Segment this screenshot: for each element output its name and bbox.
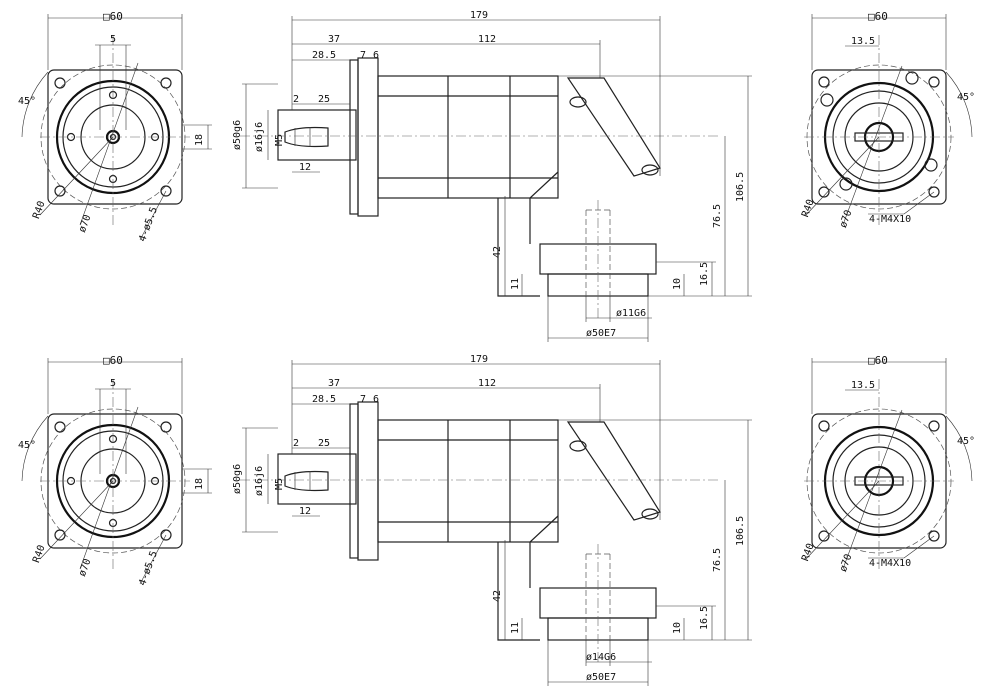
row-2: □60 5 45° 18 R40 ø70 4-ø5.5	[18, 354, 975, 686]
dim-h16: 16.5	[699, 262, 710, 286]
dim-2: 2	[293, 94, 299, 105]
dim-shaft: ø16j6	[254, 466, 265, 496]
dim-height: 18	[194, 478, 205, 490]
dim-key: 13.5	[851, 380, 875, 391]
dim-h76: 76.5	[712, 204, 723, 228]
side-view-2: 179 37 112 28.5 7 6 2 25 ø50g6 ø16j6 M5 …	[232, 354, 752, 686]
dim-square: □60	[868, 10, 888, 23]
dim-shaft-len: 28.5	[312, 50, 336, 61]
dim-radius: R40	[800, 542, 817, 563]
front-view-1: □60 5 45° 18 R40 ø70 4-ø5.5	[18, 10, 212, 243]
dim-flange: 37	[328, 378, 340, 389]
dim-pilot: ø50g6	[232, 120, 243, 150]
dim-holes: 4-M4X10	[869, 558, 911, 569]
dim-pcd: ø70	[77, 557, 94, 578]
dim-12: 12	[299, 506, 311, 517]
dim-angle: 45°	[957, 92, 975, 103]
dim-thread: M5	[274, 478, 285, 490]
dim-pcd: ø70	[838, 553, 855, 574]
dim-7: 7	[360, 394, 366, 405]
front-view-2: □60 5 45° 18 R40 ø70 4-ø5.5	[18, 354, 212, 587]
dim-holes: 4-ø5.5	[137, 550, 160, 588]
dim-pilot: ø50g6	[232, 464, 243, 494]
rear-view-2: □60 13.5 45° R40 ø70 4-M4X10	[800, 354, 975, 573]
dim-base: ø50E7	[586, 672, 616, 683]
dim-body: 112	[478, 34, 496, 45]
dim-key: 5	[110, 378, 116, 389]
dim-h106: 106.5	[735, 172, 746, 202]
dim-angle: 45°	[18, 440, 36, 451]
dim-holes: 4-ø5.5	[137, 206, 160, 244]
rear-view-1: □60 13.5 45° R40 ø70 4-M4X10	[800, 10, 975, 229]
dim-radius: R40	[31, 200, 48, 221]
dim-7: 7	[360, 50, 366, 61]
dim-square: □60	[103, 10, 123, 23]
dim-angle: 45°	[18, 96, 36, 107]
side-view-1: 179 37 112 28.5 7 6 2 25 ø50g6 ø16j6 M5 …	[232, 10, 752, 342]
dim-bore: ø11G6	[616, 308, 646, 319]
dim-key-len: 25	[318, 94, 330, 105]
dim-h10: 10	[672, 622, 683, 634]
row-1: □60 5 45° 18 R40 ø70 4-ø5.5	[18, 10, 975, 342]
dim-square: □60	[868, 354, 888, 367]
dim-square: □60	[103, 354, 123, 367]
dim-radius: R40	[800, 198, 817, 219]
dim-angle: 45°	[957, 436, 975, 447]
dim-key: 13.5	[851, 36, 875, 47]
dim-h76: 76.5	[712, 548, 723, 572]
dim-key-len: 25	[318, 438, 330, 449]
dim-pcd: ø70	[838, 209, 855, 230]
dim-base: ø50E7	[586, 328, 616, 339]
dim-h16: 16.5	[699, 606, 710, 630]
dim-2: 2	[293, 438, 299, 449]
dim-pcd: ø70	[77, 213, 94, 234]
dim-h42: 42	[492, 590, 503, 602]
dim-shaft-len: 28.5	[312, 394, 336, 405]
dim-overall: 179	[470, 10, 488, 21]
dim-overall: 179	[470, 354, 488, 365]
dim-12: 12	[299, 162, 311, 173]
dim-height: 18	[194, 134, 205, 146]
dim-body: 112	[478, 378, 496, 389]
dim-h10: 10	[672, 278, 683, 290]
dim-key: 5	[110, 34, 116, 45]
dim-6: 6	[373, 394, 379, 405]
dim-holes: 4-M4X10	[869, 214, 911, 225]
dim-h106: 106.5	[735, 516, 746, 546]
dim-bore: ø14G6	[586, 652, 616, 663]
dim-thread: M5	[274, 134, 285, 146]
dim-h42: 42	[492, 246, 503, 258]
dim-flange: 37	[328, 34, 340, 45]
dim-h11: 11	[510, 278, 521, 290]
dim-6: 6	[373, 50, 379, 61]
dim-radius: R40	[31, 544, 48, 565]
dim-shaft: ø16j6	[254, 122, 265, 152]
dim-h11: 11	[510, 622, 521, 634]
